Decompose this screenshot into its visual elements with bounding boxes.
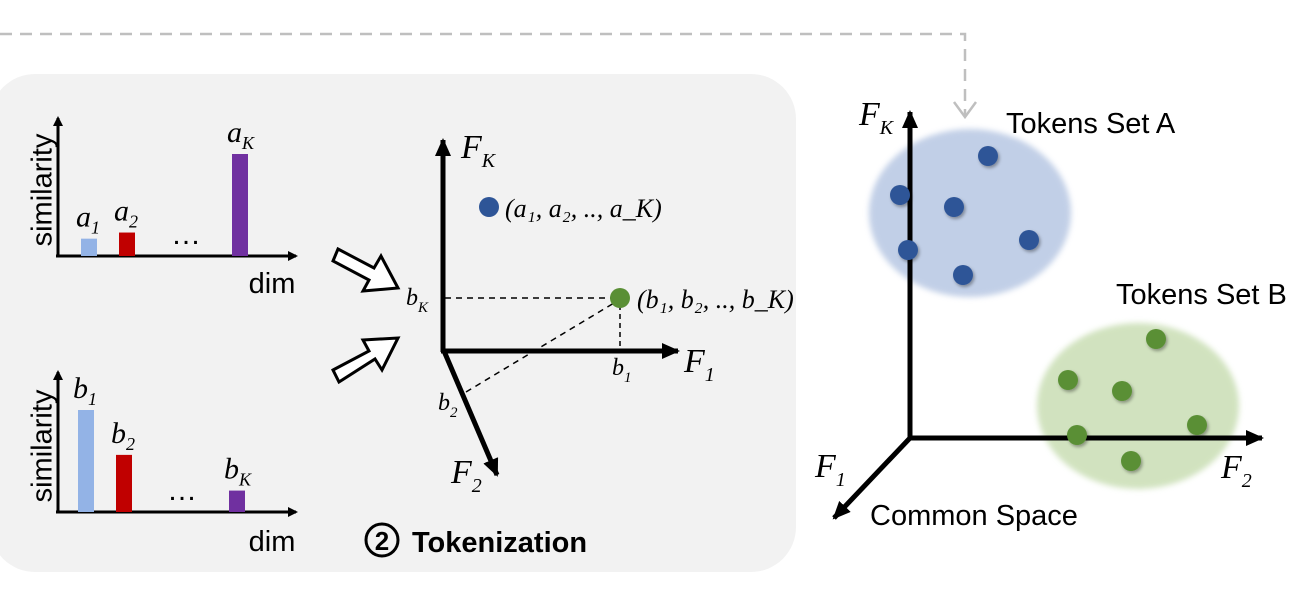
common-f1-label: F1 <box>814 448 846 491</box>
b2-guide <box>465 302 615 393</box>
f1-axis-label: F1 <box>683 343 715 386</box>
f2-axis-label: F2 <box>450 454 482 497</box>
top-chart-xlabel: dim <box>249 268 296 300</box>
bottom-chart-xlabel: dim <box>249 526 296 558</box>
token-feature-space: FK F1 F2 bK b1 b2 (a₁, a₂, .., a_K) (b₁,… <box>406 129 794 497</box>
common-space: FK F1 F2 Tokens Set A Tokens Set B Commo… <box>814 96 1287 532</box>
top-chart-ellipsis: … <box>171 218 201 251</box>
set-a-point <box>1019 230 1039 250</box>
set-a-point <box>898 240 918 260</box>
set-b-point <box>1146 329 1166 349</box>
set-b-point <box>1112 381 1132 401</box>
top-chart-ylabel: similarity <box>27 133 59 246</box>
set-a-point <box>978 146 998 166</box>
b2-tick-label: b2 <box>438 390 458 421</box>
bottom-chart-ylabel: similarity <box>27 389 59 502</box>
top-chart-bar-label: a1 <box>76 201 100 238</box>
top-chart-bar <box>119 232 135 256</box>
hollow-arrow-top <box>331 246 401 293</box>
tokens-set-a-label: Tokens Set A <box>1006 108 1176 140</box>
set-b-point <box>1187 415 1207 435</box>
tokenization-panel <box>0 74 796 572</box>
set-b-point <box>1058 370 1078 390</box>
tokens-set-b-points <box>1058 329 1207 471</box>
step-label: Tokenization <box>412 527 587 559</box>
bottom-chart-bar-label: bK <box>224 453 252 490</box>
b1-tick-label: b1 <box>612 355 632 386</box>
dashed-arrow-head <box>952 101 978 120</box>
bottom-chart-bar <box>78 410 94 512</box>
bottom-chart-ellipsis: … <box>167 474 197 507</box>
bottom-chart-bar-label: b2 <box>111 417 135 454</box>
top-chart-bar <box>232 154 248 256</box>
step-number-circle <box>364 522 400 558</box>
bottom-chart-bar <box>116 454 132 512</box>
fk-axis-label: FK <box>460 129 497 172</box>
set-a-point <box>890 185 910 205</box>
top-similarity-chart: similarity dim a1 a2 aK … <box>27 116 298 300</box>
token-point-a <box>479 197 499 217</box>
tokens-set-b-cluster <box>1037 323 1239 489</box>
common-fk-label: FK <box>858 96 895 139</box>
bk-tick-label: bK <box>406 285 429 316</box>
set-a-point <box>944 197 964 217</box>
common-f1-axis <box>832 436 912 520</box>
tokens-set-b-label: Tokens Set B <box>1116 279 1287 311</box>
top-chart-bar-label: a2 <box>114 195 138 232</box>
bottom-similarity-chart: similarity dim b1 b2 bK … <box>27 370 298 558</box>
step-number: 2 <box>375 526 389 556</box>
bottom-chart-bar <box>229 490 245 512</box>
top-chart-bar <box>81 238 97 256</box>
tokens-set-a-points <box>890 146 1039 285</box>
hollow-arrow-bottom <box>331 336 401 385</box>
tokenization-step: 2 Tokenization <box>364 522 587 559</box>
tokens-set-a-cluster <box>869 129 1071 297</box>
set-b-point <box>1121 451 1141 471</box>
set-a-point <box>953 265 973 285</box>
set-b-point <box>1067 425 1087 445</box>
top-chart-bar-label: aK <box>227 116 255 153</box>
bottom-chart-bar-label: b1 <box>73 372 97 409</box>
dashed-connector <box>0 32 967 115</box>
common-space-title: Common Space <box>870 500 1078 532</box>
token-point-a-label: (a₁, a₂, .., a_K) <box>505 194 662 223</box>
token-point-b-label: (b₁, b₂, .., b_K) <box>637 285 794 314</box>
token-point-b <box>610 288 630 308</box>
common-f2-label: F2 <box>1220 449 1252 492</box>
f2-axis <box>441 350 500 477</box>
